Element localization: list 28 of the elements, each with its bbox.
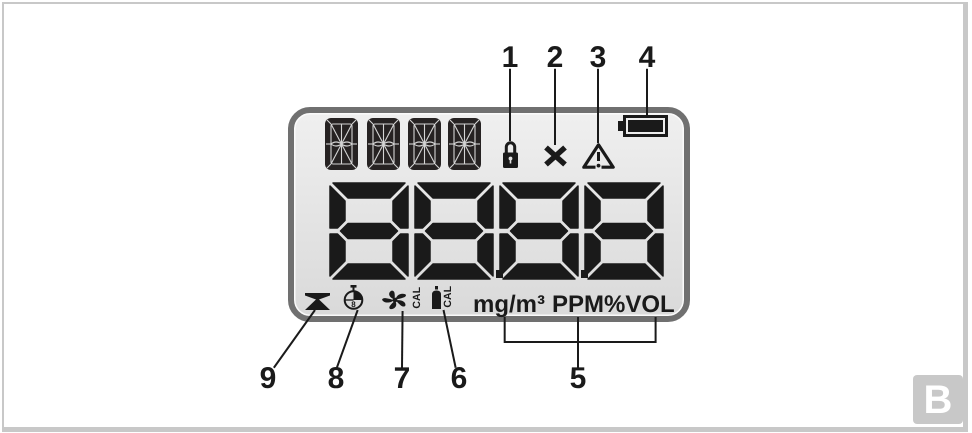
- callout-number: 6: [450, 368, 468, 390]
- callout-number: 3: [590, 46, 606, 69]
- leader-line: [597, 68, 599, 143]
- leader-line: [646, 68, 648, 115]
- vertical-label: CAL: [443, 286, 454, 308]
- unit-label: mg/m³: [473, 293, 545, 317]
- stopwatch-digit: 8: [351, 301, 356, 310]
- leader-line: [336, 310, 359, 368]
- leader-line: [509, 68, 511, 141]
- unit-label: %VOL: [604, 293, 675, 317]
- callout-number: 7: [394, 368, 410, 390]
- unit-label: PPM: [552, 293, 604, 317]
- vertical-label: CAL: [412, 287, 422, 309]
- callout-number: 5: [570, 368, 586, 390]
- callout-number: 4: [638, 46, 656, 69]
- callout-number: 9: [260, 368, 276, 390]
- leader-line: [442, 310, 457, 368]
- hourglass-icon: [305, 293, 330, 310]
- cross-icon: [543, 145, 568, 167]
- callout-number: 2: [546, 46, 564, 69]
- battery-icon: [618, 115, 668, 137]
- leader-line: [554, 68, 556, 145]
- callout-number: 1: [502, 46, 518, 69]
- warning-icon: [582, 143, 615, 169]
- leader-line: [401, 310, 404, 368]
- leader-line: [577, 317, 657, 368]
- lock-icon: [503, 141, 518, 168]
- callout-number: 8: [328, 368, 344, 390]
